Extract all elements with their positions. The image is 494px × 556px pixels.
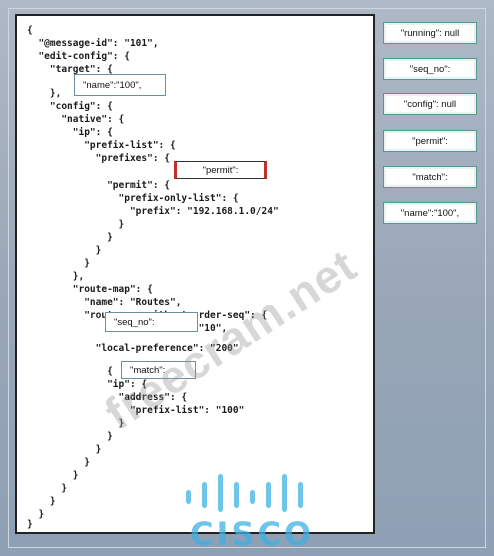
code-line: "prefix-list": { [27,140,176,151]
code-line: } [27,258,90,269]
code-line: "prefix-list": "100" [27,405,245,416]
code-line: } [27,444,102,455]
code-line: "prefixes": { [27,153,170,164]
code-line: "10", [198,323,228,334]
code-line: "name": "Routes", [27,297,182,308]
code-line: "address": { [27,392,188,403]
code-line: "edit-config": { [27,51,130,62]
code-line: } [27,483,68,494]
cisco-bars-icon [186,474,303,512]
code-line: "prefix-only-list": { [27,193,239,204]
code-line: "@message-id": "101", [27,38,159,49]
outer-frame [8,8,486,548]
code-line: } [27,418,125,429]
route-map-match-drop-slot[interactable]: "match": [121,361,196,379]
code-line: } [27,245,102,256]
code-line: } [27,431,113,442]
code-line: }, [27,271,85,282]
choice-config-null[interactable]: "config": null [383,93,477,115]
code-line: } [27,519,33,530]
code-line: } [27,232,113,243]
prefixes-drop-slot[interactable]: "permit": [174,161,267,179]
code-line: { [27,366,113,377]
code-line: "ip": { [27,379,148,390]
code-panel: { "@message-id": "101", "edit-config": {… [15,14,375,534]
route-map-seq-drop-slot[interactable]: "seq_no": [105,312,198,332]
code-line: "prefix": "192.168.1.0/24" [27,206,279,217]
choice-running-null[interactable]: "running": null [383,22,477,44]
choice-seq-no[interactable]: "seq_no": [383,58,477,80]
target-drop-slot[interactable]: "name":"100", [74,74,166,96]
code-block: { "@message-id": "101", "edit-config": {… [17,16,373,532]
code-line: "route-map": { [27,284,153,295]
choice-permit[interactable]: "permit": [383,130,477,152]
code-line: } [27,509,45,520]
code-line: } [27,496,56,507]
code-line: "ip": { [27,127,113,138]
code-line: } [27,457,90,468]
code-line: "config": { [27,101,113,112]
code-line: { [27,25,33,36]
code-line: }, [27,88,62,99]
choice-name-100[interactable]: "name":"100", [383,202,477,224]
cisco-logo: CISCO [170,470,330,553]
code-line: "permit": { [27,180,170,191]
code-line: } [27,470,79,481]
code-line: "local-preference": "200" [27,343,239,354]
code-line: "native": { [27,114,125,125]
code-line: "target": { [27,64,113,75]
cisco-wordmark: CISCO [190,515,315,553]
code-line: } [27,219,125,230]
choice-match[interactable]: "match": [383,166,477,188]
